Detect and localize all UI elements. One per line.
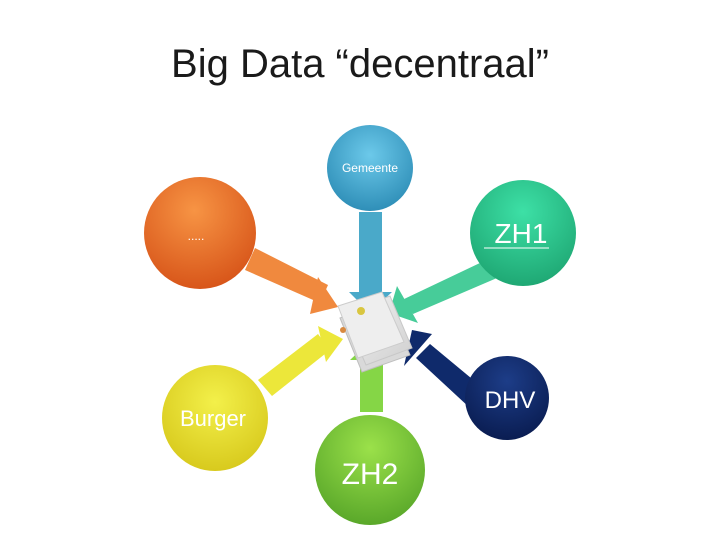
node-gemeente-label: Gemeente — [342, 161, 398, 175]
node-zh1: ZH1 — [470, 180, 576, 286]
node-gemeente: Gemeente — [327, 125, 413, 211]
node-burger: Burger — [162, 365, 268, 471]
arrow-zh1-to-center — [389, 262, 497, 323]
arrow-burger-to-center — [258, 326, 343, 396]
node-dhv: DHV — [465, 356, 549, 440]
node-zh2: ZH2 — [315, 415, 425, 525]
node-burger-label: Burger — [180, 406, 246, 431]
node-dots: ..... — [144, 177, 256, 289]
node-zh1-label: ZH1 — [495, 218, 548, 249]
node-dots-label: ..... — [188, 229, 205, 243]
node-dhv-label: DHV — [485, 387, 536, 414]
node-zh2-label: ZH2 — [342, 458, 399, 491]
arrow-dots-to-center — [245, 248, 338, 314]
